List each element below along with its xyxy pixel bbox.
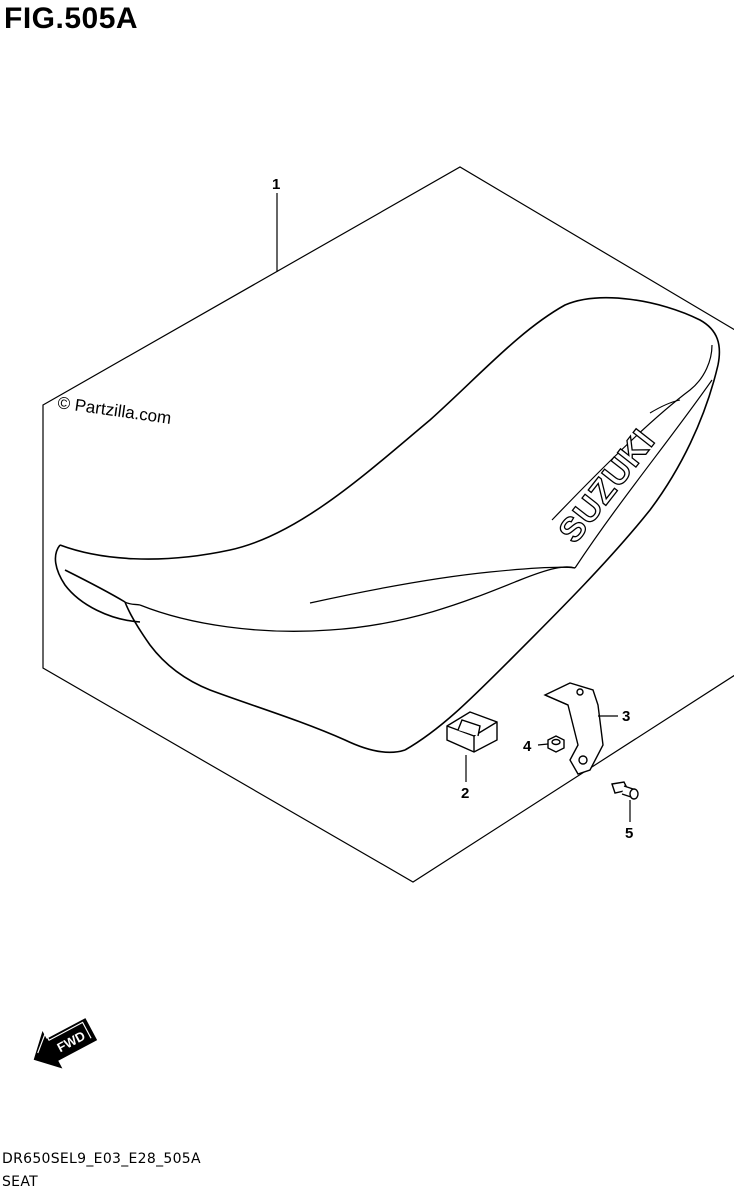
cushion-part[interactable]: [446, 711, 498, 753]
seat-part[interactable]: [54, 296, 721, 754]
diagram-code: DR650SEL9_E03_E28_505A: [2, 1151, 201, 1167]
watermark: © Partzilla.com: [56, 393, 172, 428]
fwd-arrow-icon: FWD: [33, 1018, 98, 1069]
nut-part[interactable]: [547, 735, 565, 753]
bolt-part[interactable]: [611, 781, 639, 800]
callout-4[interactable]: 4: [523, 738, 532, 755]
figure-title: FIG.505A: [4, 2, 139, 35]
leader-lines: [276, 193, 631, 822]
brand-text: SUZUKI: [551, 422, 663, 550]
seat-brand-logo: SUZUKI: [551, 421, 664, 550]
callout-2[interactable]: 2: [461, 785, 469, 802]
callout-1[interactable]: 1: [272, 176, 280, 193]
assembly-outline: [42, 166, 734, 883]
callout-5[interactable]: 5: [625, 825, 633, 842]
bracket-part[interactable]: [543, 682, 604, 775]
diagram-name: SEAT: [2, 1174, 38, 1190]
callout-3[interactable]: 3: [622, 708, 630, 725]
